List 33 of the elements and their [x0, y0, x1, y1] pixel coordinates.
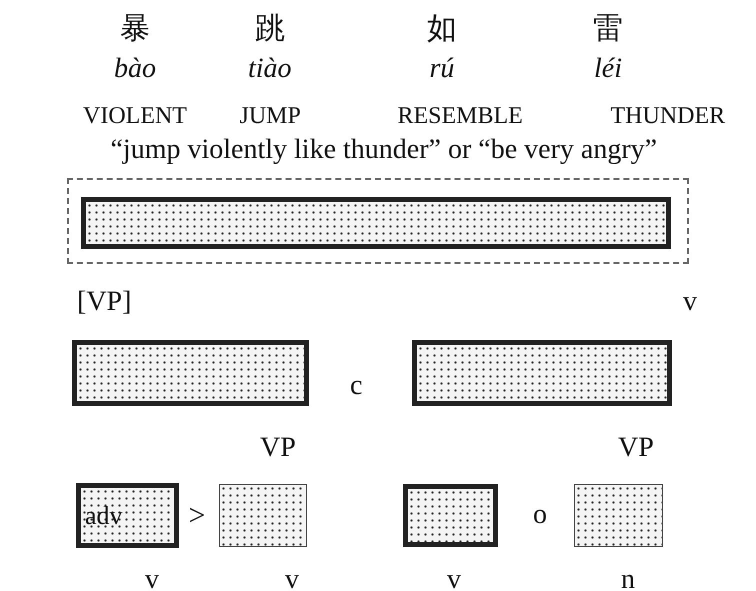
translation: “jump violently like thunder” or “be very angry”: [110, 136, 658, 164]
pinyin: léi: [594, 55, 622, 83]
category-label: v: [285, 566, 299, 591]
chinese-character: 跳: [255, 14, 285, 44]
category-label: n: [621, 566, 635, 591]
box-label: adv: [84, 502, 123, 528]
dotted-box: [76, 483, 179, 548]
pinyin: bào: [114, 55, 156, 83]
category-label: VP: [618, 434, 654, 462]
chinese-character: 如: [427, 14, 457, 44]
dotted-box: [72, 340, 309, 406]
gloss: JUMP: [240, 104, 301, 128]
category-label: v: [145, 566, 159, 591]
gloss: VIOLENT: [83, 104, 187, 128]
category-label: v: [447, 566, 461, 591]
dashed-outline-box: [67, 178, 689, 264]
dotted-box: [574, 484, 663, 547]
gloss: THUNDER: [610, 104, 726, 128]
gloss: RESEMBLE: [398, 104, 523, 128]
dotted-box: [403, 484, 498, 547]
category-label: [VP]: [77, 288, 132, 316]
pinyin: tiào: [248, 55, 292, 83]
pinyin: rú: [430, 55, 454, 83]
category-label: v: [683, 288, 697, 316]
dotted-box: [412, 340, 672, 406]
relation-symbol: o: [533, 501, 547, 529]
chinese-character: 雷: [593, 14, 623, 44]
chinese-character: 暴: [120, 14, 150, 44]
relation-symbol: >: [188, 501, 206, 531]
category-label: c: [350, 372, 362, 400]
dotted-box: [81, 197, 671, 249]
dotted-box: [219, 484, 307, 547]
category-label: VP: [260, 434, 296, 462]
